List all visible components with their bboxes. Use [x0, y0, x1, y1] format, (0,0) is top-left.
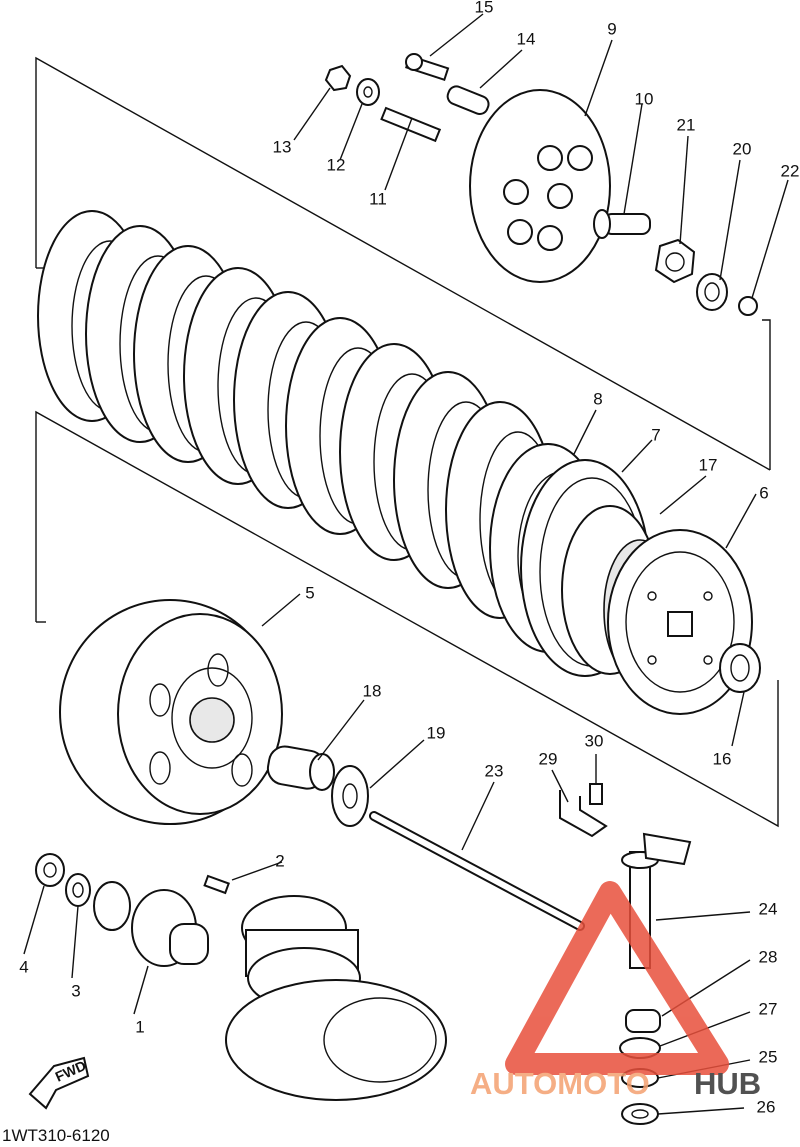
callout-11: 11: [369, 189, 387, 208]
part-29-plate: [559, 790, 608, 838]
part-5-clutch-housing: [59, 599, 283, 825]
callout-12: 12: [327, 155, 346, 174]
part-1-primary-drive-gear: [93, 881, 209, 967]
callout-10: 10: [635, 89, 654, 108]
callout-25: 25: [759, 1047, 778, 1066]
callout-24: 24: [759, 899, 778, 918]
callout-17: 17: [699, 455, 718, 474]
part-21-nut: [654, 238, 696, 284]
boss-spline-hole: [667, 611, 693, 637]
callout-15: 15: [475, 0, 494, 16]
fwd-arrow-icon: FWD: [28, 1056, 90, 1110]
callout-29: 29: [539, 749, 558, 768]
crankshaft: [225, 895, 447, 1101]
part-2-key: [203, 874, 230, 895]
part-12-washer: [356, 78, 380, 106]
callout-30: 30: [585, 731, 604, 750]
callout-21: 21: [677, 115, 696, 134]
callout-8: 8: [593, 389, 602, 408]
callout-14: 14: [517, 29, 536, 48]
part-11-stud: [380, 106, 442, 143]
part-23-push-rod: [369, 811, 585, 931]
callout-28: 28: [759, 947, 778, 966]
callout-6: 6: [759, 483, 768, 502]
callout-16: 16: [713, 749, 732, 768]
callout-3: 3: [71, 981, 80, 1000]
callout-26: 26: [757, 1097, 776, 1116]
callout-5: 5: [305, 583, 314, 602]
part-6-clutch-boss: [603, 529, 753, 715]
watermark-text-left: AUTOMOTO: [470, 1066, 650, 1101]
part-30-bolt: [589, 783, 603, 805]
part-22-ball: [738, 296, 758, 316]
callout-20: 20: [733, 139, 752, 158]
part-19-washer: [331, 765, 369, 827]
callout-7: 7: [651, 425, 660, 444]
part-28-spring: [625, 1009, 661, 1033]
callout-13: 13: [273, 137, 292, 156]
part-3-washer: [65, 873, 91, 907]
watermark: AUTOMOTO HUB: [470, 881, 761, 1101]
drawing-code: 1WT310-6120: [2, 1126, 110, 1145]
part-15-bolt: [405, 53, 450, 82]
warning-triangle-icon: [505, 881, 729, 1075]
callout-27: 27: [759, 999, 778, 1018]
lower-stack-frame: [35, 410, 779, 828]
callout-23: 23: [485, 761, 504, 780]
part-9-pressure-plate: [469, 89, 611, 283]
part-16-washer: [719, 643, 761, 693]
part-20-lock-washer: [696, 273, 728, 311]
callout-1: 1: [135, 1017, 144, 1036]
watermark-text-right: HUB: [694, 1066, 761, 1101]
callout-2: 2: [275, 851, 284, 870]
part-18-collar: [266, 745, 335, 791]
part-14-spring: [446, 85, 490, 116]
callout-9: 9: [607, 19, 616, 38]
callout-18: 18: [363, 681, 382, 700]
part-4-nut: [35, 853, 65, 887]
part-10-push-rod: [593, 209, 651, 239]
part-26-bearing: [621, 1103, 659, 1125]
part-13-nut: [324, 64, 352, 92]
callout-labels: 1 2 3 4 5 6 7 8 9 10 11 12 13 14 15 16 1…: [19, 0, 799, 1116]
callout-22: 22: [781, 161, 800, 180]
callout-19: 19: [427, 723, 446, 742]
callout-4: 4: [19, 957, 28, 976]
